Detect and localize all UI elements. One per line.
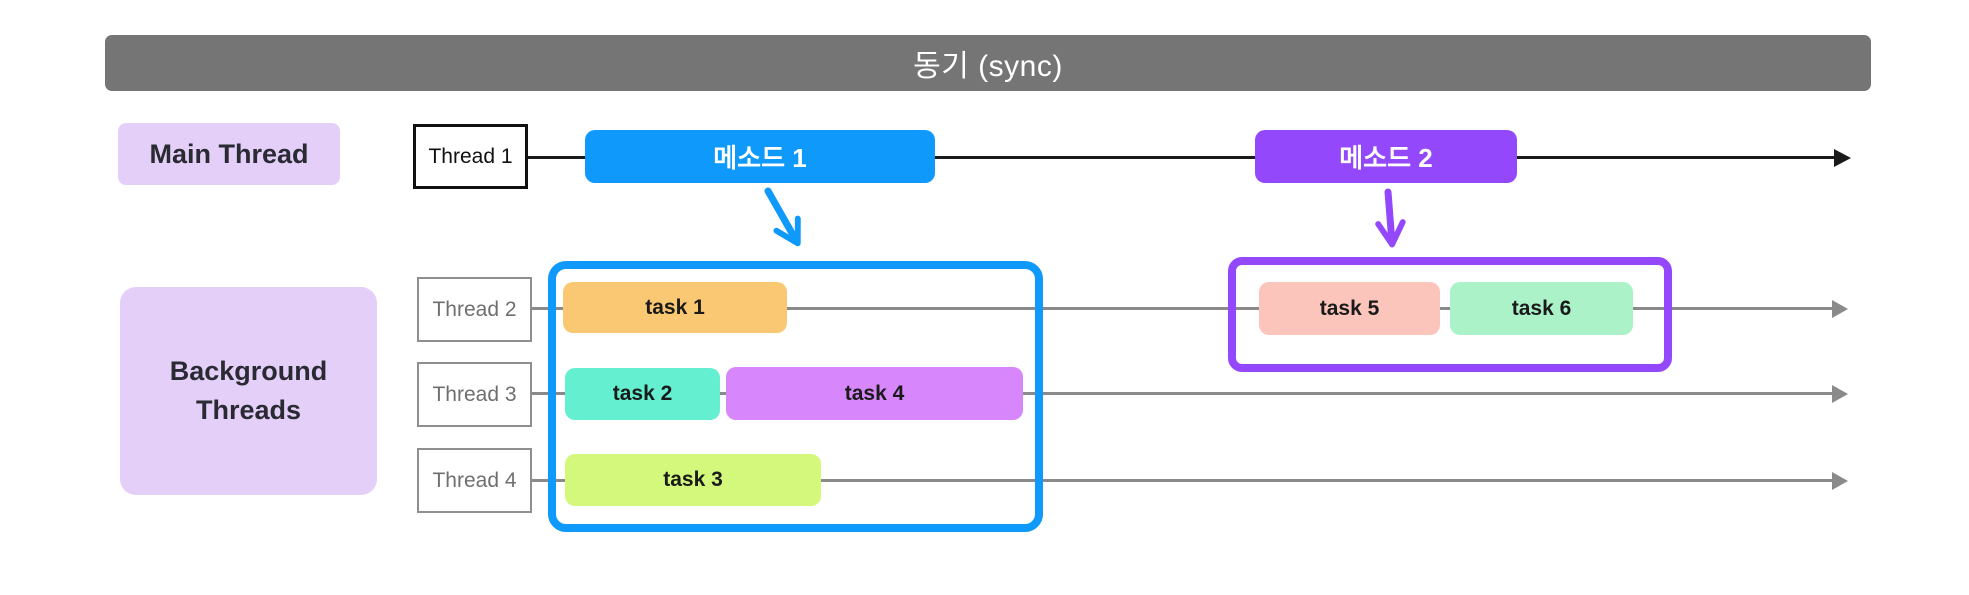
method-2-down-arrow-icon bbox=[1375, 188, 1406, 248]
task-3-label: task 3 bbox=[663, 468, 723, 491]
task-1-label: task 1 bbox=[645, 295, 705, 319]
method-2-task-group-outline bbox=[1228, 257, 1672, 372]
thread-2-arrowhead-icon bbox=[1832, 299, 1848, 318]
task-5-label: task 5 bbox=[1319, 296, 1380, 320]
task-bar: task 4 bbox=[726, 367, 1023, 420]
thread-3-box: Thread 3 bbox=[417, 362, 532, 427]
task-6-label: task 6 bbox=[1511, 296, 1572, 320]
thread-3-arrowhead-icon bbox=[1832, 384, 1848, 403]
task-4-label: task 4 bbox=[844, 381, 905, 405]
thread-4-name: Thread 4 bbox=[432, 468, 517, 492]
diagram-title: 동기 (sync) bbox=[913, 50, 1063, 83]
thread-3-name: Thread 3 bbox=[432, 382, 517, 406]
main-thread-label: Main Thread bbox=[118, 123, 340, 185]
method-1-block: 메소드 1 bbox=[585, 130, 935, 183]
main-timeline-arrowhead-icon bbox=[1834, 148, 1851, 167]
thread-3-timeline bbox=[532, 392, 1834, 395]
thread-4-timeline bbox=[532, 479, 1834, 482]
background-threads-label-line2: Threads bbox=[195, 395, 302, 425]
method-2-label: 메소드 2 bbox=[1339, 143, 1433, 173]
thread-1-name: Thread 1 bbox=[428, 144, 513, 168]
thread-2-timeline bbox=[532, 307, 1834, 310]
method-2-block: 메소드 2 bbox=[1255, 130, 1517, 183]
thread-2-box: Thread 2 bbox=[417, 277, 532, 342]
task-bar: task 1 bbox=[563, 282, 787, 333]
method-1-down-arrow-icon bbox=[764, 187, 801, 247]
task-bar: task 2 bbox=[565, 368, 720, 420]
method-1-task-group-outline bbox=[548, 261, 1043, 532]
background-threads-label: Background Threads bbox=[120, 287, 377, 495]
thread-2-name: Thread 2 bbox=[432, 297, 517, 321]
task-bar: task 3 bbox=[565, 454, 821, 506]
thread-1-box: Thread 1 bbox=[413, 124, 528, 189]
task-2-label: task 2 bbox=[612, 382, 673, 405]
background-threads-label-line1: Background bbox=[169, 355, 328, 386]
method-1-label: 메소드 1 bbox=[713, 143, 807, 173]
thread-4-arrowhead-icon bbox=[1832, 471, 1848, 490]
task-bar: task 5 bbox=[1259, 282, 1440, 335]
task-bar: task 6 bbox=[1450, 282, 1633, 335]
main-thread-label-text: Main Thread bbox=[149, 138, 309, 169]
thread-4-box: Thread 4 bbox=[417, 448, 532, 513]
title-bar: 동기 (sync) bbox=[105, 35, 1871, 91]
main-timeline bbox=[528, 156, 1836, 159]
